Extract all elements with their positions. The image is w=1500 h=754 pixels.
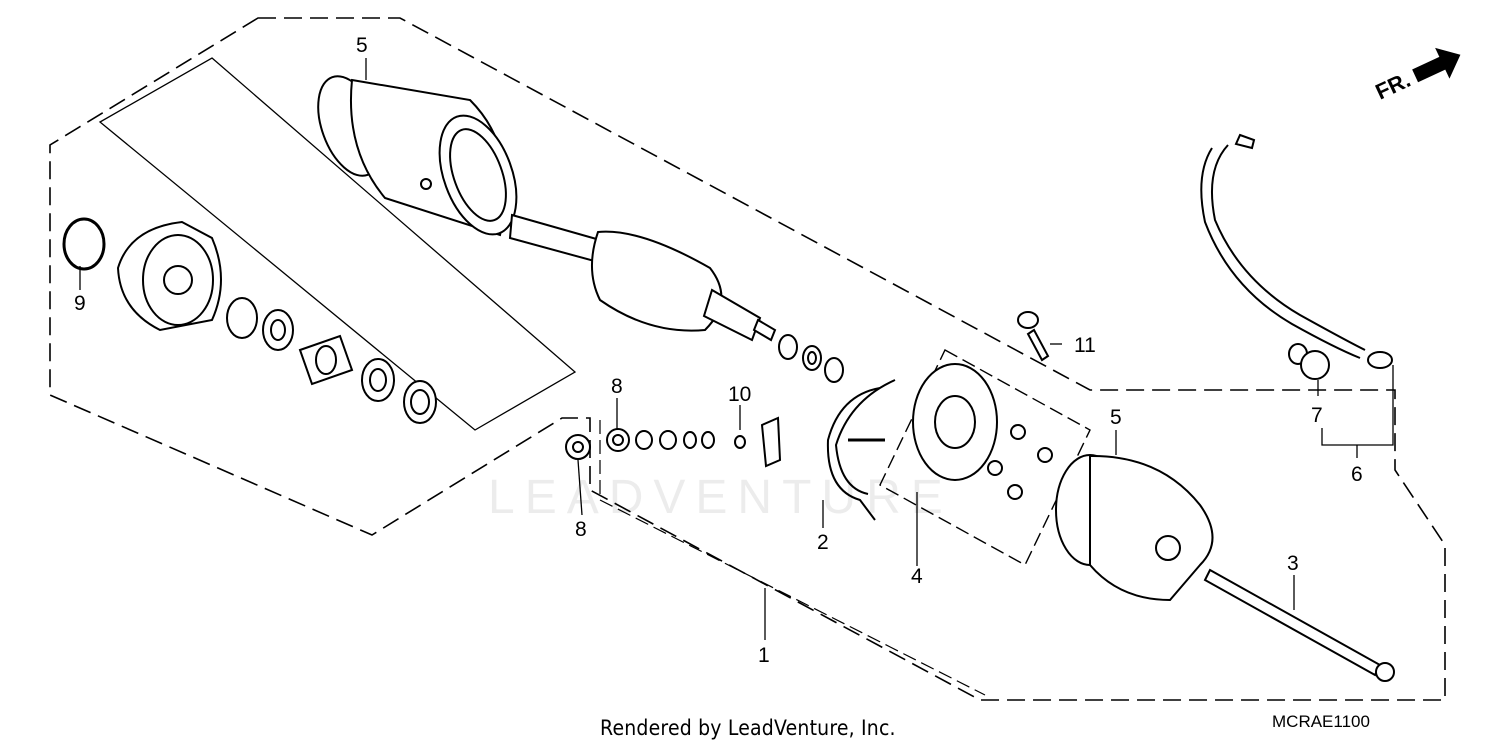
callout-6: 6 bbox=[1351, 463, 1363, 486]
brush-holder-boundary-dashed bbox=[879, 349, 1091, 566]
callout-11: 11 bbox=[1074, 334, 1096, 357]
bolt-11 bbox=[1017, 311, 1050, 362]
motor-yoke-case bbox=[317, 75, 518, 237]
callout-5-yoke: 5 bbox=[356, 34, 368, 57]
callout-1: 1 bbox=[758, 644, 770, 667]
front-direction-arrow-icon: FR. bbox=[1372, 47, 1461, 105]
assembly-boundary-dashed bbox=[49, 17, 1446, 701]
callout-5-rear-cover: 5 bbox=[1110, 406, 1122, 429]
callout-4: 4 bbox=[911, 565, 923, 588]
render-credit: Rendered by LeadVenture, Inc. bbox=[600, 716, 896, 740]
callout-3: 3 bbox=[1287, 552, 1299, 575]
diagram-code: MCRAE1100 bbox=[1272, 712, 1370, 731]
o-ring bbox=[62, 217, 106, 271]
leader-lines bbox=[79, 58, 1394, 640]
callout-8-top: 8 bbox=[611, 375, 623, 398]
terminal-cap bbox=[1288, 343, 1330, 380]
callout-9: 9 bbox=[74, 292, 86, 315]
armature bbox=[508, 213, 777, 342]
front-cover-group-outline bbox=[98, 57, 577, 431]
front-cover bbox=[116, 220, 222, 332]
rear-cover bbox=[1055, 454, 1214, 602]
callout-7: 7 bbox=[1311, 404, 1323, 427]
kit-outline bbox=[599, 420, 986, 696]
starter-cable bbox=[1200, 133, 1393, 369]
armature-washers bbox=[778, 334, 844, 383]
through-bolt bbox=[1203, 568, 1395, 682]
brush-holder-clip bbox=[826, 379, 896, 521]
callout-10: 10 bbox=[728, 383, 751, 406]
bearing-stack bbox=[226, 297, 437, 424]
terminal-nut-washer-row bbox=[565, 416, 782, 468]
brush-holder bbox=[912, 363, 1053, 500]
callout-8-bottom: 8 bbox=[575, 518, 587, 541]
callout-2: 2 bbox=[817, 531, 829, 554]
svg-text:FR.: FR. bbox=[1372, 67, 1415, 105]
